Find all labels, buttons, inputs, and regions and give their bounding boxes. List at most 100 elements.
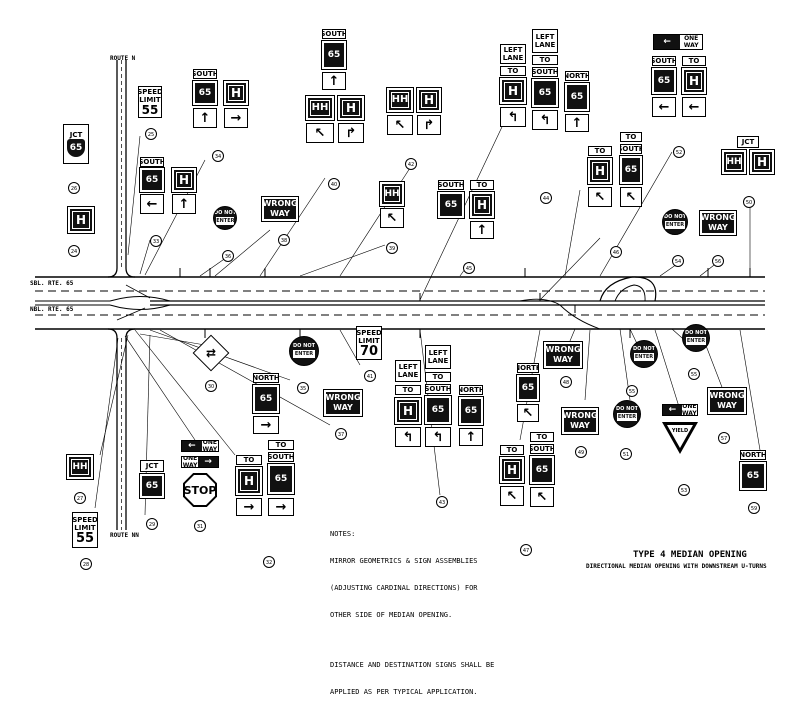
arrow-up-left-sign: ↖ xyxy=(387,115,413,135)
arrow-up-icon: ↑ xyxy=(199,110,211,126)
arrow-turn-left-sign: ↰ xyxy=(395,427,421,447)
arrow-right-icon: → xyxy=(243,499,255,515)
callout-42: 42 xyxy=(405,158,417,170)
h-route-sign: H xyxy=(681,67,707,95)
arrow-up-sign: ↑ xyxy=(322,72,346,90)
callout-56: 56 xyxy=(712,255,724,267)
arrow-right-icon: → xyxy=(275,499,287,515)
arrow-left-icon: ← xyxy=(146,196,158,212)
callout-25: 25 xyxy=(145,128,157,140)
arrow-up-left-sign: ↖ xyxy=(380,208,404,228)
arrow-up-sign: ↑ xyxy=(459,428,483,446)
south-plaque: SOUTH xyxy=(620,144,642,154)
arrow-left-icon: ← xyxy=(663,405,682,415)
hh-route-sign: HH xyxy=(305,95,335,121)
notes-line: (ADJUSTING CARDINAL DIRECTIONS) FOR xyxy=(330,584,478,592)
arrow-turn-left-icon: ↰ xyxy=(432,429,444,445)
north-plaque: NORTH xyxy=(565,71,589,81)
notes-line: OTHER SIDE OF MEDIAN OPENING. xyxy=(330,611,453,619)
arrow-left-sign: ← xyxy=(682,97,706,117)
callout-48: 48 xyxy=(560,376,572,388)
to-plaque: TO xyxy=(268,440,294,450)
south-plaque: SOUTH xyxy=(438,180,464,190)
drawing-subtitle: DIRECTIONAL MEDIAN OPENING WITH DOWNSTRE… xyxy=(586,563,767,570)
arrow-up-sign: ↑ xyxy=(172,194,196,214)
north-plaque: NORTH xyxy=(517,363,539,373)
route-65-sign: 65 xyxy=(529,455,555,485)
callout-46: 46 xyxy=(610,246,622,258)
route-65-sign: 65 xyxy=(458,396,484,426)
to-plaque: TO xyxy=(470,180,494,190)
one-way-left-sign: ←ONE WAY xyxy=(662,404,698,416)
arrow-up-right-icon: ↱ xyxy=(345,125,357,141)
nbl-route-label: NBL. RTE. 65 xyxy=(30,306,74,313)
arrow-up-left-icon: ↖ xyxy=(594,189,606,205)
drawing-sheet: ROUTE N ROUTE NN SBL. RTE. 65 NBL. RTE. … xyxy=(30,29,775,696)
one-way-right-sign: ONE WAY→ xyxy=(181,456,219,468)
arrow-up-sign: ↑ xyxy=(565,114,589,132)
h-route-sign: H xyxy=(67,206,95,234)
notes-heading: NOTES: xyxy=(330,530,356,538)
to-plaque: TO xyxy=(532,55,558,65)
route-65-sign: 65 xyxy=(739,461,767,491)
arrow-up-left-icon: ↖ xyxy=(506,488,518,504)
callout-55-alt: 55 xyxy=(626,385,638,397)
h-route-sign: H xyxy=(394,397,422,425)
arrow-up-left-sign: ↖ xyxy=(530,487,554,507)
south-plaque: SOUTH xyxy=(425,384,451,394)
north-plaque: NORTH xyxy=(740,450,766,460)
route-65-sign: 65 xyxy=(619,155,643,185)
arrow-up-left-icon: ↖ xyxy=(522,405,534,421)
arrow-up-left-icon: ↖ xyxy=(536,489,548,505)
south-plaque: SOUTH xyxy=(322,29,346,39)
arrow-up-icon: ↑ xyxy=(571,115,583,131)
jct-plaque: JCT xyxy=(737,136,759,148)
to-plaque: TO xyxy=(530,432,554,442)
callout-53: 53 xyxy=(678,484,690,496)
arrow-turn-left-icon: ↰ xyxy=(402,429,414,445)
to-plaque: TO xyxy=(588,146,612,156)
callout-35: 35 xyxy=(297,382,309,394)
notes-line: APPLIED AS PER TYPICAL APPLICATION. xyxy=(330,688,478,696)
callout-31: 31 xyxy=(194,520,206,532)
callout-24: 24 xyxy=(68,245,80,257)
route-n-label: ROUTE N xyxy=(110,55,136,62)
route-65-sign: 65 xyxy=(252,384,280,414)
arrow-up-left-sign: ↖ xyxy=(517,404,539,422)
stop-sign: STOP xyxy=(183,473,217,507)
route-65-sign: 65 xyxy=(139,473,165,499)
arrow-right-sign: → xyxy=(236,498,262,516)
callout-28: 28 xyxy=(80,558,92,570)
arrow-up-icon: ↑ xyxy=(465,429,477,445)
arrow-turn-left-sign: ↰ xyxy=(500,107,526,127)
callout-41: 41 xyxy=(364,370,376,382)
hh-route-sign: HH xyxy=(721,149,747,175)
callout-40: 40 xyxy=(328,178,340,190)
to-plaque: TO xyxy=(236,455,262,465)
callout-27: 27 xyxy=(74,492,86,504)
route-65-sign: 65 xyxy=(437,191,465,219)
h-route-sign: H xyxy=(337,95,365,121)
hh-route-sign: HH xyxy=(379,181,405,207)
route-65-sign: 65 xyxy=(516,374,540,402)
route-65-shield-icon: 65 xyxy=(67,139,85,157)
to-plaque: TO xyxy=(500,445,524,455)
south-plaque: SOUTH xyxy=(193,69,217,79)
route-65-sign: 65 xyxy=(139,167,165,193)
callout-50: 50 xyxy=(743,196,755,208)
h-route-sign: H xyxy=(223,80,249,106)
arrow-up-right-icon: ↱ xyxy=(423,117,435,133)
h-route-sign: H xyxy=(416,87,442,113)
